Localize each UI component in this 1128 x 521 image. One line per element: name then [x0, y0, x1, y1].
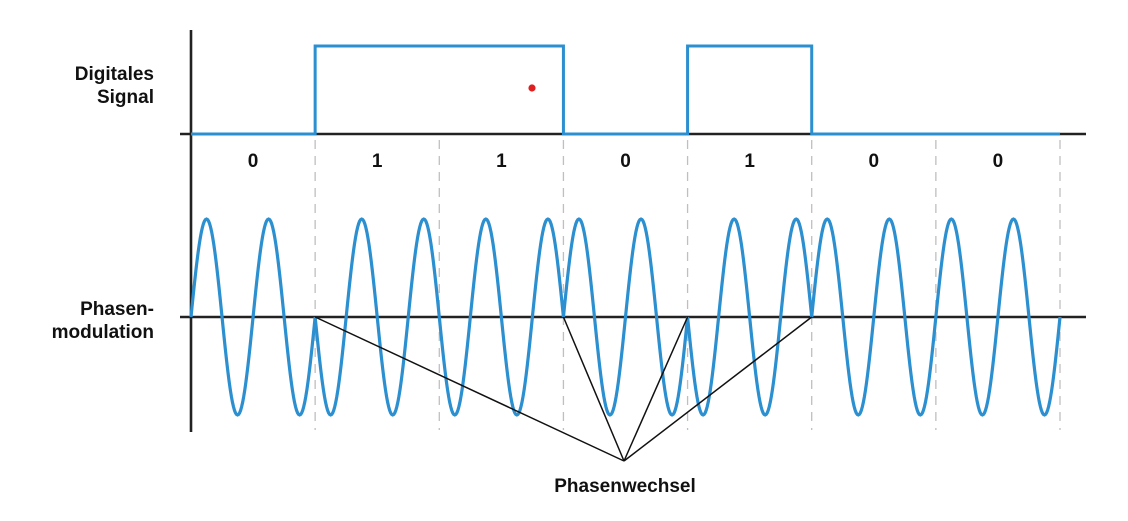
phase-modulation-label-line1: Phasen-: [80, 299, 154, 320]
bit-label: 1: [744, 151, 755, 172]
phase-change-pointer: [623, 316, 689, 462]
digital-signal-waveform: [191, 44, 1060, 136]
carrier-wave-segment: [189, 217, 317, 417]
digital-signal-label-line1: Digitales: [74, 64, 154, 85]
carrier-wave-segment: [561, 217, 690, 417]
carrier-wave-segment: [685, 217, 814, 417]
bit-label: 1: [496, 151, 507, 172]
bit-label: 0: [248, 151, 259, 172]
carrier-wave-segment: [437, 217, 566, 417]
carrier-wave-segment: [934, 217, 1062, 417]
bit-label: 1: [372, 151, 383, 172]
digital-signal-label: Digitales Signal: [20, 63, 154, 109]
bit-label: 0: [620, 151, 631, 172]
carrier-wave-segment: [810, 217, 938, 417]
bit-label: 0: [993, 151, 1004, 172]
carrier-wave-segment: [313, 217, 441, 417]
phase-change-pointer: [623, 316, 813, 462]
phase-modulation-label-line2: modulation: [51, 322, 154, 343]
phase-change-pointer: [562, 316, 625, 462]
bit-label: 0: [868, 151, 879, 172]
phase-modulation-label: Phasen- modulation: [20, 298, 154, 344]
phase-change-label: Phasenwechsel: [554, 476, 696, 497]
phase-change-pointer: [314, 316, 625, 462]
red-dot-marker: [528, 84, 536, 92]
digital-signal-label-line2: Signal: [96, 87, 154, 108]
